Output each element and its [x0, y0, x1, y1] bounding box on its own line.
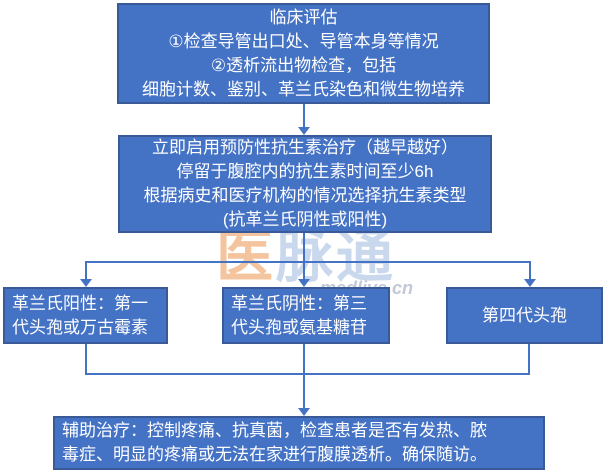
node-clinical-assessment: 临床评估 ①检查导管出口处、导管本身等情况 ②透析流出物检查，包括 细胞计数、鉴…: [117, 3, 490, 104]
connector-assessment-to-antibiotics: [303, 104, 305, 129]
connector-merge-to-adjuvant: [303, 373, 305, 409]
arrowhead-adjuvant-icon: [298, 408, 310, 416]
connector-branch-to-gram-positive: [85, 261, 87, 281]
merge-horizontal-line: [85, 373, 530, 375]
node-antibiotic-therapy: 立即启用预防性抗生素治疗（越早越好） 停留于腹腔内的抗生素时间至少6h 根据病史…: [118, 135, 492, 233]
connector-fourth-gen-to-merge: [528, 344, 530, 375]
medlive-logo-text: 脉通: [276, 225, 396, 289]
node-gram-positive: 革兰氏阳性：第一 代头孢或万古霉素: [3, 287, 168, 344]
node-gram-negative: 革兰氏阴性：第三 代头孢或氨基糖苷: [222, 287, 390, 344]
medlive-logo-char: 医: [216, 225, 276, 289]
node-fourth-gen-cephalosporin: 第四代头孢: [446, 287, 603, 344]
medlive-logo-watermark: 医脉通: [216, 226, 396, 289]
branch-horizontal-line: [85, 261, 531, 263]
connector-branch-to-fourth-gen: [529, 261, 531, 281]
connector-gram-positive-to-merge: [85, 344, 87, 375]
arrowhead-gram-positive-icon: [80, 279, 92, 287]
node-adjuvant-therapy: 辅助治疗：控制疼痛、抗真菌，检查患者是否有发热、脓 毒症、明显的疼痛或无法在家进…: [53, 416, 545, 470]
arrowhead-gram-negative-icon: [298, 279, 310, 287]
arrowhead-antibiotics-icon: [298, 127, 310, 135]
arrowhead-fourth-gen-icon: [524, 279, 536, 287]
connector-gram-negative-to-merge: [303, 344, 305, 374]
connector-antibiotics-to-branch: [303, 233, 305, 281]
